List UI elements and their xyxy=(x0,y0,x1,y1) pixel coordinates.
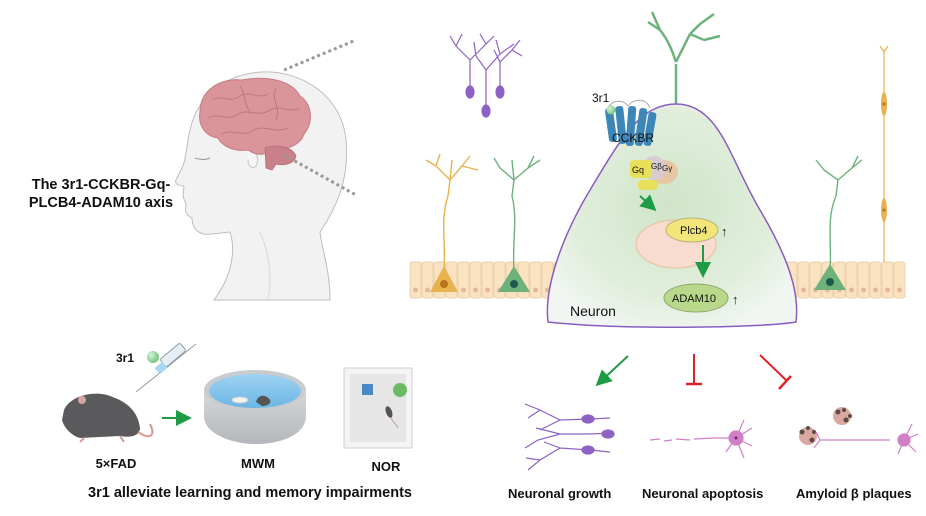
3r1-ligand-icon xyxy=(606,105,616,115)
cell-nucleus xyxy=(861,287,866,293)
axis-title-line-2: PLCB4-ADAM10 axis xyxy=(28,195,174,211)
epithelial-cell xyxy=(481,261,494,299)
cell-nucleus xyxy=(849,287,854,293)
epithelial-cell xyxy=(809,261,822,299)
projection-line-bottom xyxy=(283,153,357,197)
orange-bipolar-neuron xyxy=(879,45,889,262)
brain-icon xyxy=(199,77,311,171)
g-alpha-label: Gq xyxy=(632,165,644,175)
3r1-compound-icon xyxy=(147,351,159,363)
axis-title-line-1: The 3r1-CCKBR-Gq- xyxy=(31,177,171,193)
cell-nucleus xyxy=(873,287,878,293)
adam10-label: ADAM10 xyxy=(672,293,716,305)
activation-arrow-1 xyxy=(639,194,657,212)
epithelial-cell xyxy=(529,261,542,299)
epithelial-cell xyxy=(409,261,422,299)
g-beta-label: Gβ xyxy=(651,162,662,171)
neuron-label: Neuron xyxy=(570,303,616,319)
epithelial-cell xyxy=(881,261,894,299)
experiment-caption: 3r1 alleviate learning and memory impair… xyxy=(88,485,412,501)
neuronal-growth-icon xyxy=(524,403,615,471)
compound-label: 3r1 xyxy=(116,351,134,365)
receptor-label: CCKBR xyxy=(612,131,654,145)
cell-nucleus xyxy=(801,287,806,293)
amyloid-plaques-icon xyxy=(799,407,919,455)
cell-nucleus xyxy=(533,287,538,293)
g-protein-complex-icon xyxy=(630,156,678,190)
epithelial-cell xyxy=(893,261,906,299)
cell-nucleus xyxy=(425,287,430,293)
purple-neuron-cluster xyxy=(449,33,523,118)
epithelial-cell xyxy=(469,261,482,299)
syringe-icon xyxy=(135,343,197,393)
adam10-upregulated-icon: ↑ xyxy=(732,292,739,307)
ligand-label: 3r1 xyxy=(592,91,610,105)
epithelial-cell xyxy=(421,261,434,299)
outcome-label-apoptosis: Neuronal apoptosis xyxy=(642,486,764,501)
inhibit-arrow-apoptosis xyxy=(686,354,702,386)
epithelial-cell xyxy=(857,261,870,299)
big-neuron-body xyxy=(546,103,798,329)
adam10-node xyxy=(663,283,729,313)
green-pyramidal-neuron-left xyxy=(493,155,541,292)
cell-nucleus xyxy=(897,287,902,293)
big-neuron-dendrite xyxy=(647,11,721,63)
axis-title: The 3r1-CCKBR-Gq- PLCB4-ADAM10 axis xyxy=(6,176,196,212)
nor-label: NOR xyxy=(371,459,401,474)
epithelial-cell xyxy=(493,261,506,299)
plcb4-node xyxy=(665,217,719,243)
mouse-5xfad-icon xyxy=(62,393,154,443)
outcome-label-amyloid: Amyloid β plaques xyxy=(796,486,912,501)
cell-nucleus xyxy=(485,287,490,293)
g-gamma-label: Gγ xyxy=(662,164,672,173)
epithelial-cell xyxy=(845,261,858,299)
mwm-pool-icon xyxy=(204,370,306,444)
inhibit-arrow-amyloid xyxy=(759,354,792,390)
cell-nucleus xyxy=(413,287,418,293)
epithelial-cell xyxy=(869,261,882,299)
nor-box-icon xyxy=(343,367,413,449)
mwm-label: MWM xyxy=(241,456,275,471)
projection-line-top xyxy=(283,38,357,72)
green-pyramidal-neuron-right xyxy=(814,155,863,290)
cell-nucleus xyxy=(473,287,478,293)
cckbr-receptor-icon xyxy=(605,99,657,147)
plcb4-label: Plcb4 xyxy=(680,225,708,237)
plcb4-upregulated-icon: ↑ xyxy=(721,224,728,239)
neuronal-apoptosis-icon xyxy=(649,419,753,459)
epithelial-cell xyxy=(457,261,470,299)
cell-nucleus xyxy=(885,287,890,293)
epithelial-cell xyxy=(797,261,810,299)
model-label: 5×FAD xyxy=(95,456,137,471)
promote-arrow-growth xyxy=(595,355,629,387)
orange-pyramidal-neuron-left xyxy=(425,153,479,292)
outcome-label-growth: Neuronal growth xyxy=(508,486,612,501)
cell-nucleus xyxy=(461,287,466,293)
